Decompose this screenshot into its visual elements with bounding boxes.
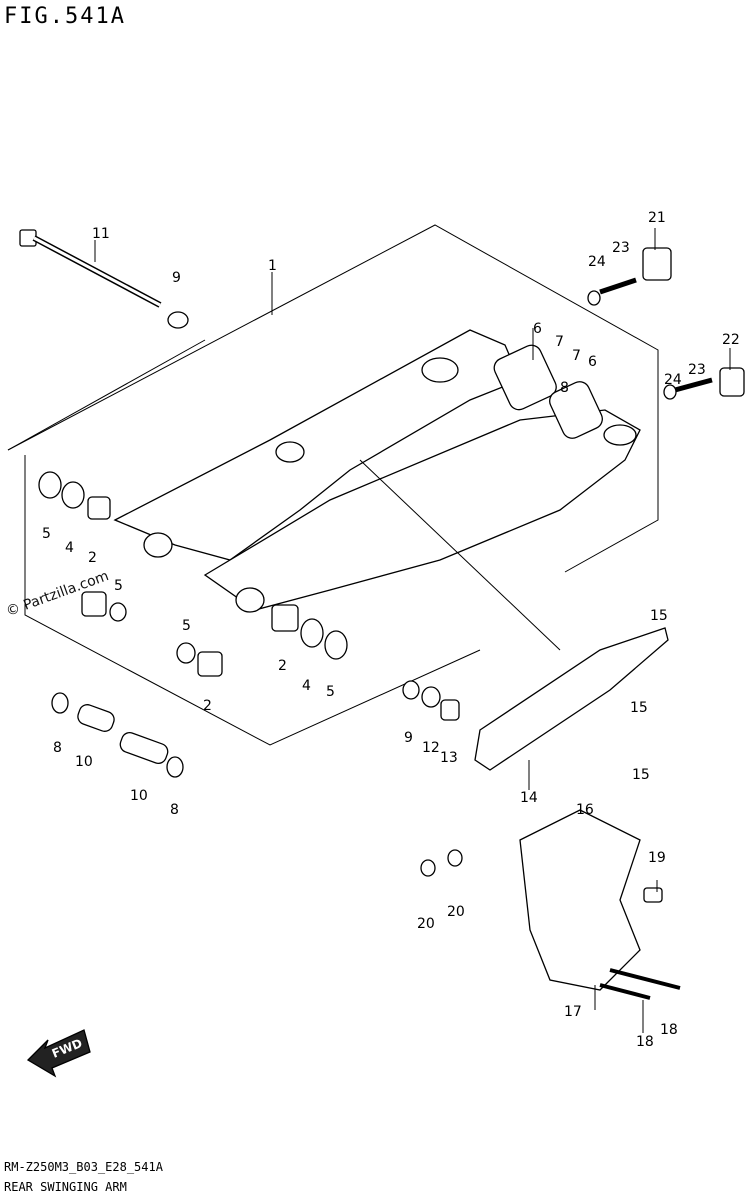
callout-14: 14 [520,790,538,806]
callout-11: 11 [92,226,110,242]
callout-2b: 2 [203,698,212,714]
callout-4: 5 [114,578,123,594]
callout-19: 19 [648,850,666,866]
callout-18b: 18 [636,1034,654,1050]
seal-4 [109,602,127,622]
bearing-2c [197,651,223,677]
seal-3 [61,481,85,509]
axle-bolt [19,229,162,308]
callout-18: 18 [660,1022,678,1038]
callout-24b: 24 [664,372,682,388]
callout-7b: 7 [572,348,581,364]
callout-3b: 4 [302,678,311,694]
callout-15: 15 [650,608,668,624]
bolt-19 [643,887,663,903]
callout-9: 9 [172,270,181,286]
callout-23b: 23 [688,362,706,378]
callout-16: 16 [576,802,594,818]
washer-9b [402,680,420,700]
bearing-2 [87,496,111,520]
callout-2: 2 [88,550,97,566]
callout-10b: 10 [130,788,148,804]
callout-6: 6 [533,321,542,337]
callout-7c: 8 [560,380,569,396]
callout-7: 7 [555,334,564,350]
callout-5: 5 [42,526,51,542]
adjuster-21 [642,247,672,281]
callout-22: 22 [722,332,740,348]
fwd-arrow: FWD [26,1029,91,1078]
adjuster-22 [719,367,745,397]
callout-20b: 20 [447,904,465,920]
callout-4b: 5 [182,618,191,634]
seal-3b [300,618,324,648]
washer-20 [420,859,436,877]
seal-5 [38,471,62,499]
callout-21: 21 [648,210,666,226]
callout-15b: 15 [630,700,648,716]
collar-10b [119,731,169,765]
figure-title: FIG.541A [4,4,126,29]
nut-24b [663,384,677,400]
callout-24: 24 [588,254,606,270]
callout-5b: 5 [326,684,335,700]
callout-12: 12 [422,740,440,756]
callout-10: 10 [75,754,93,770]
callout-8b: 8 [170,802,179,818]
washer-9 [167,311,189,329]
ring-8 [51,692,69,714]
chain-guide [519,809,641,991]
nut-24 [587,290,601,306]
swingarm-body [113,329,641,613]
footer-code: RM-Z250M3_B03_E28_541A [4,1160,163,1174]
seal-4b [176,642,196,664]
collar-13 [440,699,460,721]
chain-slider [474,627,669,771]
callout-9b: 9 [404,730,413,746]
bearing-2d [271,604,299,632]
footer-name: REAR SWINGING ARM [4,1180,127,1194]
callout-8: 8 [53,740,62,756]
collar-10 [77,704,115,732]
callout-3: 4 [65,540,74,556]
callout-20: 20 [417,916,435,932]
assembly-frame [7,224,659,573]
washer-12 [421,686,441,708]
bearing-2b [81,591,107,617]
seal-5b [324,630,348,660]
plate-6 [493,344,557,411]
callout-23: 23 [612,240,630,256]
callout-13: 13 [440,750,458,766]
ring-8b [166,756,184,778]
callout-17: 17 [564,1004,582,1020]
callout-6b: 6 [588,354,597,370]
washer-20b [447,849,463,867]
callout-2c: 2 [278,658,287,674]
callout-15c: 15 [632,767,650,783]
plate-6b [549,381,603,439]
callout-1: 1 [268,258,277,274]
